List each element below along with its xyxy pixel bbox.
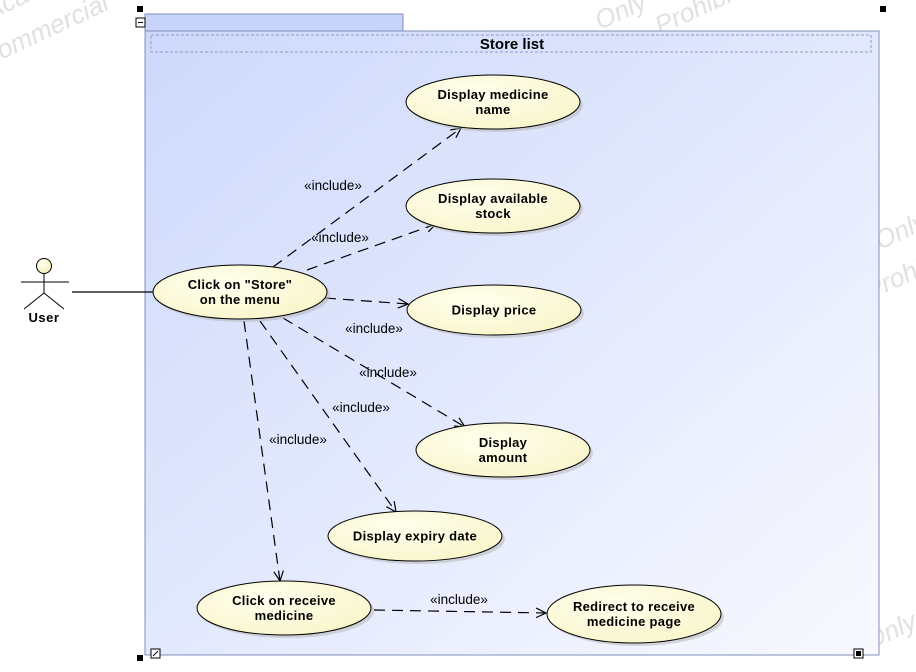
use-case-ellipse[interactable]: [406, 284, 582, 336]
use-case-label: Click on "Store": [188, 277, 293, 292]
include-dependency[interactable]: [373, 609, 547, 614]
include-label: «include»: [359, 365, 417, 380]
use-case-ellipse[interactable]: [405, 74, 581, 130]
boundary-title: Store list: [480, 36, 544, 53]
use-case-ellipse[interactable]: [196, 580, 372, 636]
use-case-label: Redirect to receive: [573, 599, 695, 614]
include-dependency[interactable]: [243, 320, 281, 582]
include-dependency[interactable]: [259, 320, 397, 513]
use-case-label: Display expiry date: [353, 529, 477, 544]
use-case-label: medicine: [255, 608, 314, 623]
include-label: «include»: [345, 321, 403, 336]
use-case-ellipse[interactable]: [405, 178, 581, 234]
selection-handles[interactable]: [135, 6, 886, 661]
use-case-display-price[interactable]: Display price: [406, 284, 584, 338]
include-dependency[interactable]: [306, 223, 437, 271]
include-label: «include»: [269, 432, 327, 447]
use-case-label: amount: [479, 450, 528, 465]
use-case-label: Display available: [438, 191, 548, 206]
use-case-label: Display price: [452, 303, 537, 318]
arrowhead: [535, 607, 548, 619]
use-case-label: Display medicine: [437, 87, 548, 102]
use-case-ellipse[interactable]: [415, 422, 591, 478]
use-case-ellipse[interactable]: [327, 510, 503, 562]
use-case-label: medicine page: [587, 614, 681, 629]
actor-user[interactable]: User: [21, 258, 69, 326]
include-label: «include»: [332, 400, 390, 415]
use-case-label: stock: [475, 206, 511, 221]
include-label: «include»: [311, 230, 369, 245]
watermark-text: Only: [590, 0, 653, 35]
relationships: «include» «include» «include» «include» «inc…: [72, 127, 548, 619]
use-case-click-store[interactable]: Click on "Store"on the menu: [152, 264, 330, 322]
use-case-display-expiry[interactable]: Display expiry date: [327, 510, 505, 564]
use-case-ellipse[interactable]: [152, 264, 328, 320]
use-case-label: Click on receive: [232, 593, 336, 608]
use-case-ellipse[interactable]: [546, 584, 722, 644]
include-dependency[interactable]: [272, 127, 462, 268]
use-case-label: name: [475, 102, 510, 117]
actor-label: User: [29, 310, 60, 325]
include-label: «include»: [304, 178, 362, 193]
arrowhead: [397, 297, 410, 309]
use-case-label: Display: [479, 435, 528, 450]
include-dependency[interactable]: [324, 297, 409, 305]
include-label: «include»: [430, 592, 488, 607]
use-case-label: on the menu: [200, 292, 281, 307]
